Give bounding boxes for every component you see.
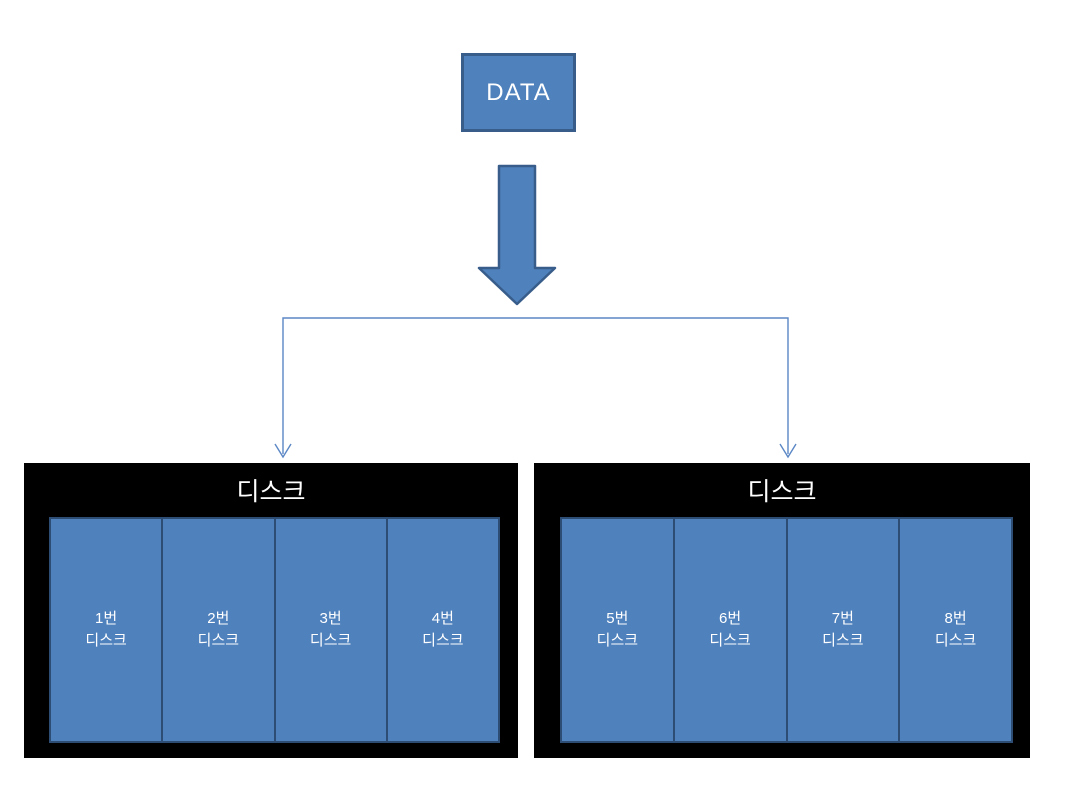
split-connector — [274, 317, 797, 459]
disk-4-name: 디스크 — [422, 632, 464, 649]
disk-1-name: 디스크 — [85, 632, 127, 649]
disk-4: 4번 디스크 — [387, 519, 498, 741]
disk-7: 7번 디스크 — [787, 519, 899, 741]
disk-8-name: 디스크 — [934, 632, 977, 649]
split-connector-line — [282, 317, 789, 454]
down-block-arrow-icon — [477, 164, 557, 306]
disk-6-name: 디스크 — [709, 632, 751, 649]
disk-group-1-title: 디스크 — [236, 478, 306, 506]
disk-2-name: 디스크 — [197, 632, 240, 649]
disk-3-number: 3번 — [319, 609, 342, 627]
disk-3: 3번 디스크 — [275, 519, 386, 741]
disk-1: 1번 디스크 — [51, 519, 162, 741]
disk-1-number: 1번 — [95, 609, 118, 627]
data-source-box: DATA — [461, 53, 576, 132]
left-arrowhead-icon — [274, 443, 292, 459]
disk-group-1: 디스크 1번 디스크 2번 디스크 3번 디스크 4번 디스크 — [24, 463, 518, 758]
disk-6: 6번 디스크 — [674, 519, 786, 741]
disk-group-1-grid: 1번 디스크 2번 디스크 3번 디스크 4번 디스크 — [49, 517, 500, 743]
disk-5: 5번 디스크 — [562, 519, 673, 741]
disk-5-name: 디스크 — [596, 632, 639, 649]
disk-8-number: 8번 — [944, 609, 967, 627]
disk-3-name: 디스크 — [309, 632, 352, 649]
disk-4-number: 4번 — [431, 609, 454, 627]
data-source-label: DATA — [486, 78, 551, 106]
disk-group-2-title: 디스크 — [747, 478, 817, 506]
disk-2-number: 2번 — [207, 609, 230, 627]
disk-group-2: 디스크 5번 디스크 6번 디스크 7번 디스크 8번 디스크 — [534, 463, 1030, 758]
disk-7-number: 7번 — [831, 609, 854, 627]
disk-2: 2번 디스크 — [163, 519, 274, 741]
down-block-arrow-shape — [477, 164, 557, 306]
disk-6-number: 6번 — [719, 609, 742, 627]
disk-group-2-grid: 5번 디스크 6번 디스크 7번 디스크 8번 디스크 — [560, 517, 1013, 743]
disk-7-name: 디스크 — [822, 632, 864, 649]
right-arrowhead-icon — [779, 443, 797, 459]
disk-5-number: 5번 — [606, 609, 629, 627]
disk-8: 8번 디스크 — [900, 519, 1011, 741]
